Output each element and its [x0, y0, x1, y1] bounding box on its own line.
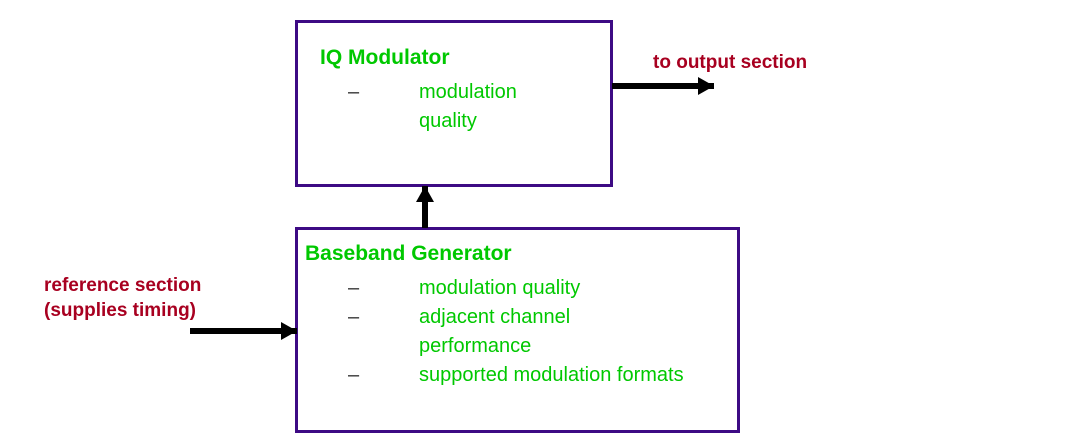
dash-bullet-icon: – [348, 306, 360, 328]
dash-bullet-icon: – [348, 81, 360, 103]
feature-list-baseband-generator: – modulation quality – adjacent channel … [348, 274, 738, 390]
arrow-reference-section-in [190, 321, 297, 341]
block-iq-modulator: IQ Modulator – modulation quality [295, 20, 613, 187]
dash-bullet-icon: – [348, 277, 360, 299]
feature-item: – modulation quality [348, 274, 738, 303]
feature-item: – adjacent channel performance [348, 303, 738, 361]
arrow-shaft [190, 328, 297, 334]
arrow-shaft [612, 83, 714, 89]
arrow-baseband-to-iq-modulator [415, 186, 435, 228]
feature-label: adjacent channel performance [419, 306, 571, 357]
annotation-to-output-section: to output section [653, 52, 808, 73]
arrow-head-icon [698, 77, 714, 95]
annotation-reference-section: reference section (supplies timing) [44, 275, 202, 321]
arrow-head-icon [416, 186, 434, 202]
feature-label: modulation quality [419, 277, 581, 299]
feature-item: – supported modulation formats [348, 361, 738, 390]
block-baseband-generator: Baseband Generator – modulation quality … [295, 227, 740, 433]
dash-bullet-icon: – [348, 364, 360, 386]
arrow-shaft [422, 186, 428, 228]
feature-list-iq-modulator: – modulation quality [348, 78, 608, 136]
feature-label: supported modulation formats [419, 364, 684, 386]
feature-label: modulation quality [419, 81, 517, 132]
arrow-to-output-section [612, 76, 714, 96]
block-title-baseband-generator: Baseband Generator [305, 242, 512, 265]
block-title-iq-modulator: IQ Modulator [320, 46, 450, 69]
arrow-head-icon [281, 322, 297, 340]
feature-item: – modulation quality [348, 78, 608, 136]
